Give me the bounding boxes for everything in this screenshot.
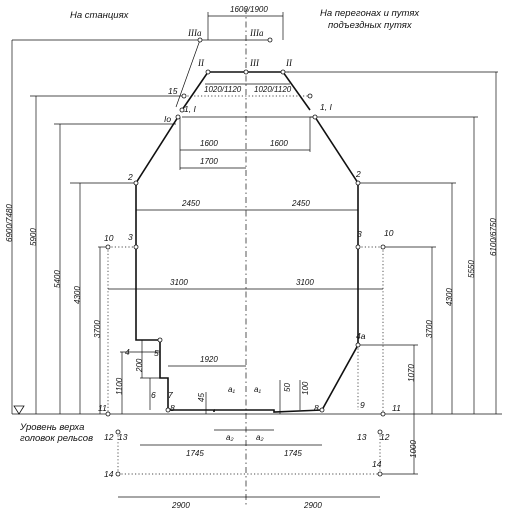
dim-2900-right: 2900 [303, 501, 322, 510]
rail-level-label-1: Уровень верха [19, 422, 84, 433]
rail-level-marker-icon [13, 405, 25, 415]
label-10-right: 10 [384, 228, 394, 238]
dim-5400: 5400 [53, 270, 62, 288]
dim-50: 50 [283, 383, 292, 392]
dim-a1-left: a₁ [228, 385, 235, 394]
dim-1745-left: 1745 [186, 449, 204, 458]
rail-level-label-2: головок рельсов [20, 433, 93, 444]
dim-top-width: 1600/1900 [230, 5, 268, 14]
label-11-right: 11 [392, 403, 401, 413]
dim-2450-left: 2450 [181, 199, 200, 208]
label-4-left: 4 [125, 347, 130, 357]
dim-1600-left: 1600 [200, 139, 218, 148]
header-right-line1: На перегонах и путях [320, 8, 420, 19]
label-13-right: 13 [357, 432, 367, 442]
label-9-right: 9 [360, 400, 365, 410]
label-6-left: 6 [151, 390, 156, 400]
label-15: 15 [168, 86, 178, 96]
label-IIIa-center: IIIa [249, 28, 264, 38]
dim-2900-left: 2900 [171, 501, 190, 510]
label-II-right: II [285, 58, 293, 68]
dim-2450-right: 2450 [291, 199, 310, 208]
label-4a-right: 4a [356, 331, 366, 341]
dim-3100-right: 3100 [296, 278, 314, 287]
dim-6900-7480: 6900/7480 [5, 204, 14, 242]
label-IIIa-left: IIIa [187, 28, 202, 38]
label-Io: Io [164, 114, 171, 124]
label-11-left: 11 [98, 403, 107, 413]
label-7-left: 7 [168, 390, 173, 400]
label-8-left: 8 [170, 403, 175, 413]
gauge-nodes [105, 37, 386, 477]
dim-4300-right: 4300 [445, 288, 454, 306]
label-12-left: 12 [104, 432, 114, 442]
label-III-center: III [249, 58, 260, 68]
dim-1600-right: 1600 [270, 139, 288, 148]
label-1-I-right: 1, I [320, 102, 332, 112]
header-left: На станциях [70, 10, 130, 21]
left-height-dimensions [11, 39, 200, 414]
label-12-right: 12 [380, 432, 390, 442]
dim-III-left: 1020/1120 [204, 85, 242, 94]
dim-1000: 1000 [409, 440, 418, 458]
label-5-left: 5 [154, 348, 159, 358]
label-14-right: 14 [372, 459, 382, 469]
dim-200: 200 [135, 358, 144, 373]
label-10-left: 10 [104, 233, 114, 243]
dim-4300-left: 4300 [73, 286, 82, 304]
dim-a2-right: a₂ [256, 433, 264, 442]
dim-45: 45 [197, 393, 206, 402]
label-II-left: II [197, 58, 205, 68]
dim-5900: 5900 [29, 228, 38, 246]
label-3-right: 3 [357, 229, 362, 239]
label-14-left: 14 [104, 469, 114, 479]
label-2-right: 2 [355, 169, 361, 179]
dim-III-right: 1020/1120 [254, 85, 292, 94]
label-8-right: 8 [314, 403, 319, 413]
label-13-left: 13 [118, 432, 128, 442]
label-1-I-left: 1, I [184, 104, 196, 114]
label-2-left: 2 [127, 172, 133, 182]
dim-a1-right: a₁ [254, 385, 261, 394]
label-3-left: 3 [128, 232, 133, 242]
header-right-line2: подъездных путях [328, 20, 413, 31]
right-height-dimensions [205, 71, 498, 475]
horizontal-dimensions [108, 12, 383, 498]
dim-a2-left: a₂ [226, 433, 234, 442]
dim-1700: 1700 [200, 157, 218, 166]
station-roof-line [175, 39, 201, 108]
dim-3700-right: 3700 [425, 320, 434, 338]
dim-1745-right: 1745 [284, 449, 302, 458]
dim-1100: 1100 [115, 377, 124, 395]
dim-100: 100 [301, 381, 310, 395]
dim-3700-left: 3700 [93, 320, 102, 338]
dim-3100-left: 3100 [170, 278, 188, 287]
dim-5550: 5550 [467, 260, 476, 278]
dim-6100-6750: 6100/6750 [489, 218, 498, 256]
dim-1920: 1920 [200, 355, 218, 364]
dim-1070: 1070 [407, 364, 416, 382]
